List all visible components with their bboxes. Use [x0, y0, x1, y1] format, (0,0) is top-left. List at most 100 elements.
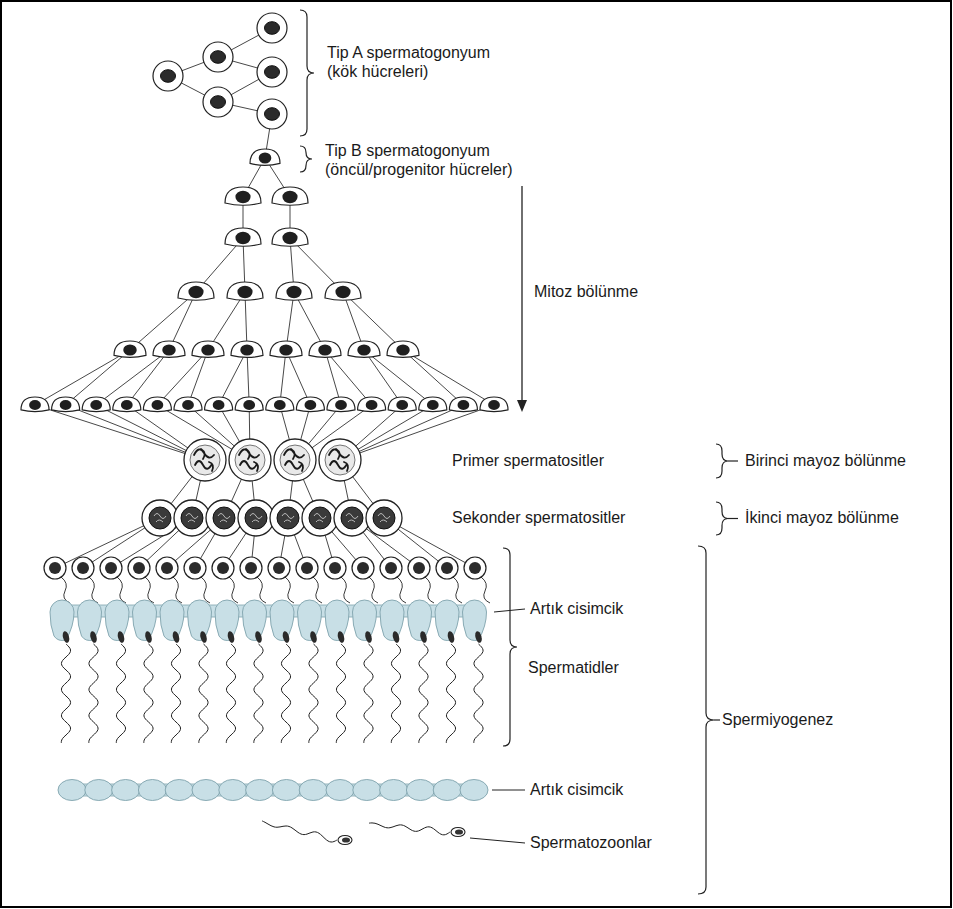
curly-bracket	[716, 502, 728, 535]
spermatozoon	[262, 821, 352, 845]
cell-body	[272, 228, 308, 246]
cell-body	[44, 557, 66, 579]
residual-body	[299, 780, 327, 801]
cell-body	[238, 500, 274, 536]
cell-link	[157, 350, 208, 405]
type-b-spermatogonium	[250, 149, 280, 165]
residual-body	[406, 780, 434, 801]
cell-body	[388, 397, 416, 412]
cell-nucleus	[182, 400, 194, 410]
cell-nucleus	[189, 562, 201, 574]
dividing-spermatogonium	[143, 397, 171, 412]
mitosis-arrow-shaft	[521, 186, 522, 402]
residual-cytoplasm	[243, 600, 267, 641]
cell-nucleus	[162, 344, 175, 355]
process-label: Mitoz bölünme	[534, 282, 638, 301]
secondary-spermatocyte	[206, 500, 242, 536]
dividing-spermatogonium	[231, 341, 263, 357]
flagellum	[257, 577, 266, 603]
cell-nucleus	[280, 445, 310, 475]
cell-body	[276, 282, 312, 300]
early-spermatid	[72, 557, 98, 603]
flagellum	[89, 577, 98, 603]
residual-body	[326, 780, 354, 801]
cell-nucleus	[213, 507, 235, 529]
residual-body	[138, 780, 166, 801]
dividing-spermatogonium	[235, 397, 263, 412]
chromosomes	[194, 449, 214, 471]
early-spermatid	[128, 557, 154, 603]
connection-lines	[35, 28, 494, 568]
cell-body	[174, 500, 210, 536]
secondary-spermatocyte	[302, 500, 338, 536]
cell-nucleus	[469, 562, 481, 574]
cell-body	[296, 397, 324, 412]
cell-nucleus	[245, 507, 267, 529]
dividing-spermatogonium	[419, 397, 447, 412]
residual-bodies	[58, 780, 488, 801]
type-a-spermatogonium	[203, 42, 233, 72]
curly-bracket	[716, 444, 728, 478]
cell-nucleus	[190, 445, 220, 475]
cell-nucleus	[309, 507, 331, 529]
cell-nucleus	[279, 344, 292, 355]
cell-body	[153, 341, 185, 357]
chromatin	[282, 514, 294, 523]
part-label: Artık cisimcik	[530, 599, 623, 618]
residual-body	[246, 780, 274, 801]
primary-spermatocyte	[319, 439, 361, 481]
dividing-spermatogonium	[309, 341, 341, 357]
cell-type-label: Spermatidler	[528, 658, 619, 677]
dividing-spermatogonium	[192, 341, 224, 357]
residual-cytoplasm	[78, 600, 102, 641]
cell-nucleus	[441, 562, 453, 574]
residual-body	[433, 780, 461, 801]
cell-nucleus	[305, 400, 317, 410]
cell-nucleus	[237, 286, 252, 298]
flagellum	[61, 577, 70, 603]
cell-nucleus	[373, 507, 395, 529]
cell-body	[72, 557, 94, 579]
spermatid-tail	[116, 644, 125, 743]
cell-body	[225, 187, 261, 205]
sperm-head	[144, 630, 153, 643]
cell-nucleus	[213, 400, 225, 410]
spermatid-tail	[254, 644, 263, 743]
cell-nucleus	[318, 344, 331, 355]
spermatid-tail	[446, 644, 455, 743]
dividing-spermatogonium	[388, 397, 416, 412]
cell-nucleus	[217, 562, 229, 574]
cell-nucleus	[458, 400, 470, 410]
cell-body	[319, 439, 361, 481]
curly-bracket	[300, 146, 312, 172]
cell-body	[153, 61, 183, 91]
cell-body	[274, 439, 316, 481]
chromatin	[250, 514, 262, 523]
residual-cytoplasm	[435, 600, 459, 641]
cell-nucleus	[357, 562, 369, 574]
cell-type-label: Tip B spermatogonyum (öncül/progenitor h…	[325, 141, 521, 179]
cell-body	[366, 500, 402, 536]
secondary-spermatocyte	[174, 500, 210, 536]
early-spermatid	[184, 557, 210, 603]
early-spermatid	[44, 557, 70, 603]
secondary-spermatocyte	[366, 500, 402, 536]
early-spermatid	[352, 557, 378, 603]
cell-body	[240, 557, 262, 579]
primary-spermatocyte	[184, 439, 226, 481]
flagellum	[453, 577, 462, 603]
cell-body	[250, 149, 280, 165]
cell-nucleus	[121, 400, 133, 410]
cell-body	[174, 397, 202, 412]
spermatid-tail	[61, 644, 70, 743]
early-spermatid	[212, 557, 238, 603]
flagellum	[425, 577, 434, 603]
process-label: Birinci mayoz bölünme	[745, 451, 906, 470]
early-spermatid	[296, 557, 322, 603]
residual-body	[85, 780, 113, 801]
cell-nucleus	[235, 191, 250, 203]
dividing-spermatogonium	[52, 397, 80, 412]
residual-cytoplasm	[298, 600, 322, 641]
cell-body	[296, 557, 318, 579]
cell-link	[35, 405, 205, 460]
